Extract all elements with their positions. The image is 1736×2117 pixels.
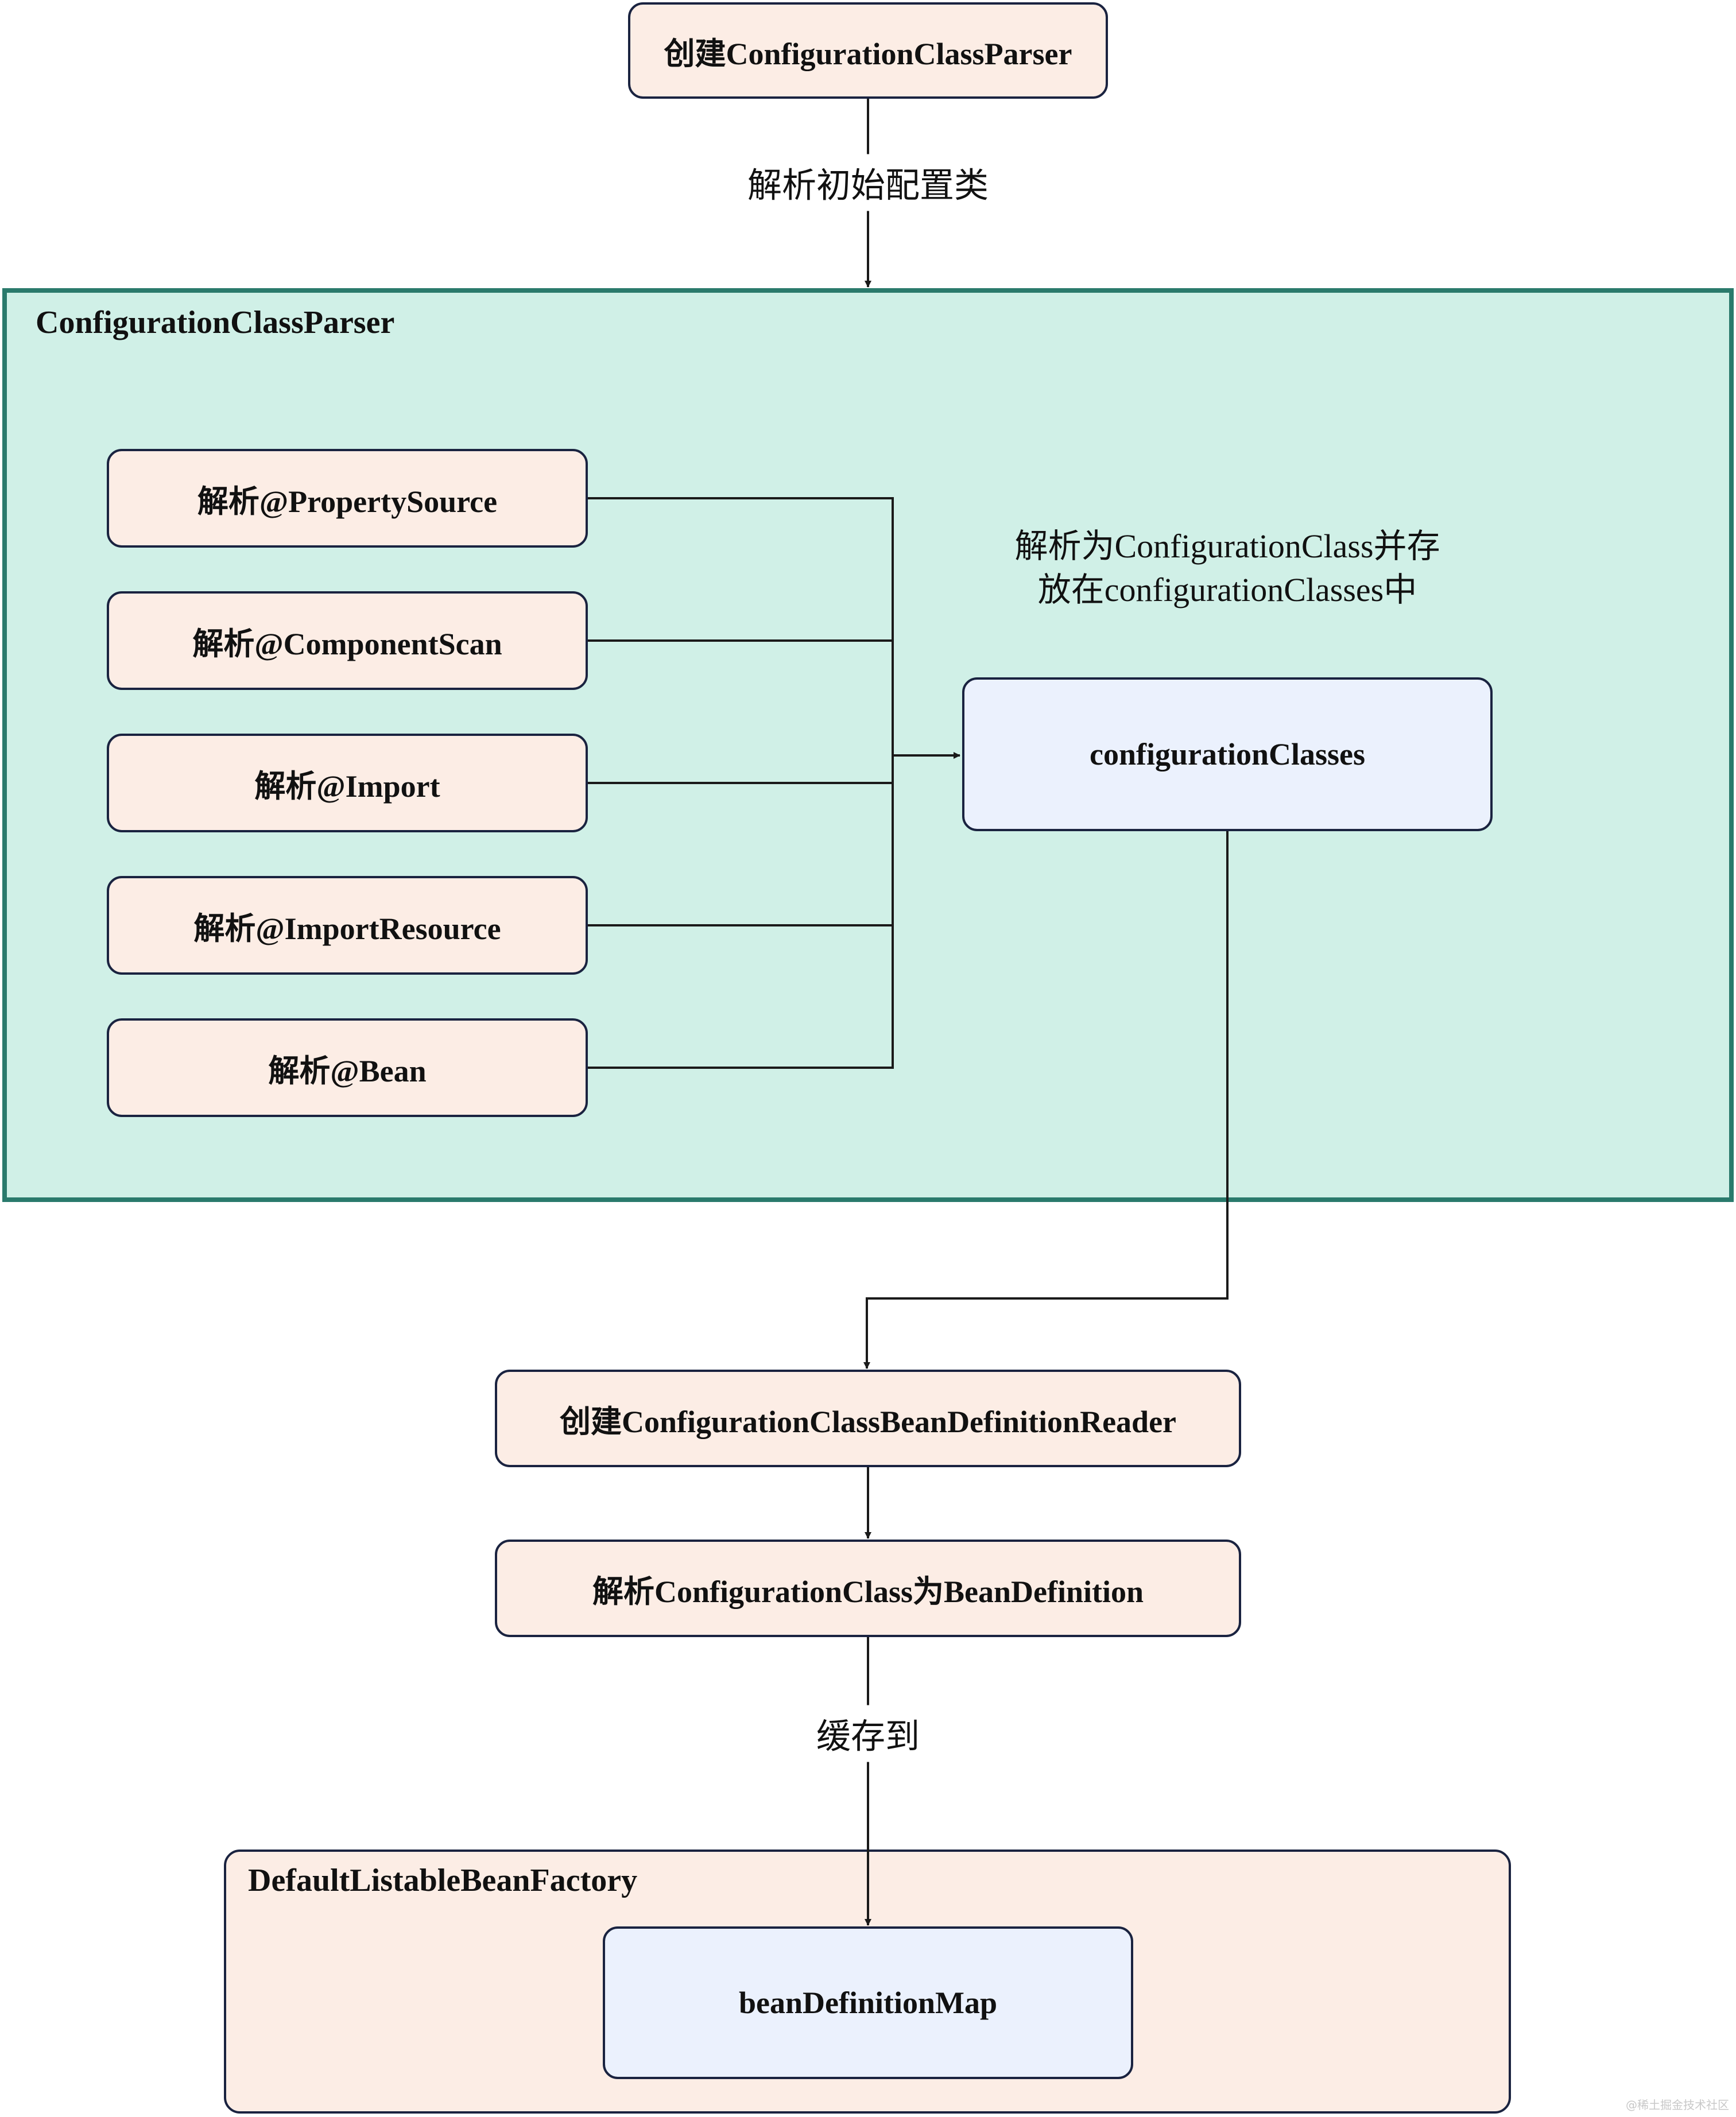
parse-to-bean-definition-node: 解析ConfigurationClass为BeanDefinition <box>495 1540 1241 1637</box>
configuration-classes-label: configurationClasses <box>1089 737 1365 771</box>
parse-import-resource-label: 解析@ImportResource <box>193 911 501 946</box>
parse-property-source-node: 解析@PropertySource <box>107 449 588 548</box>
store-note-line1: 解析为ConfigurationClass并存 <box>1014 528 1440 565</box>
parse-import-label: 解析@Import <box>254 769 440 804</box>
parse-bean-label: 解析@Bean <box>268 1053 427 1088</box>
parse-import-node: 解析@Import <box>107 734 588 832</box>
parse-bean-node: 解析@Bean <box>107 1018 588 1117</box>
create-reader-node: 创建ConfigurationClassBeanDefinitionReader <box>495 1370 1241 1467</box>
create-parser-node: 创建ConfigurationClassParser <box>628 2 1108 99</box>
configuration-classes-node: configurationClasses <box>962 677 1493 831</box>
create-parser-label: 创建ConfigurationClassParser <box>664 36 1072 71</box>
edge-label-cache-to: 缓存到 <box>808 1705 928 1762</box>
store-note: 解析为ConfigurationClass并存 放在configurationC… <box>1014 525 1440 612</box>
create-reader-label: 创建ConfigurationClassBeanDefinitionReader <box>559 1404 1176 1439</box>
parser-container-title: ConfigurationClassParser <box>36 305 395 340</box>
parse-property-source-label: 解析@PropertySource <box>197 484 498 519</box>
bean-definition-map-node: beanDefinitionMap <box>603 1926 1133 2079</box>
parse-to-bean-definition-label: 解析ConfigurationClass为BeanDefinition <box>592 1574 1144 1609</box>
bean-definition-map-label: beanDefinitionMap <box>738 1986 998 2020</box>
parse-component-scan-node: 解析@ComponentScan <box>107 591 588 690</box>
store-note-line2: 放在configurationClasses中 <box>1037 571 1417 608</box>
parse-component-scan-label: 解析@ComponentScan <box>192 626 502 661</box>
watermark: @稀土掘金技术社区 <box>1626 2098 1729 2112</box>
parse-import-resource-node: 解析@ImportResource <box>107 876 588 975</box>
bean-factory-container-title: DefaultListableBeanFactory <box>248 1863 638 1898</box>
edge-label-parse-initial: 解析初始配置类 <box>739 154 997 211</box>
